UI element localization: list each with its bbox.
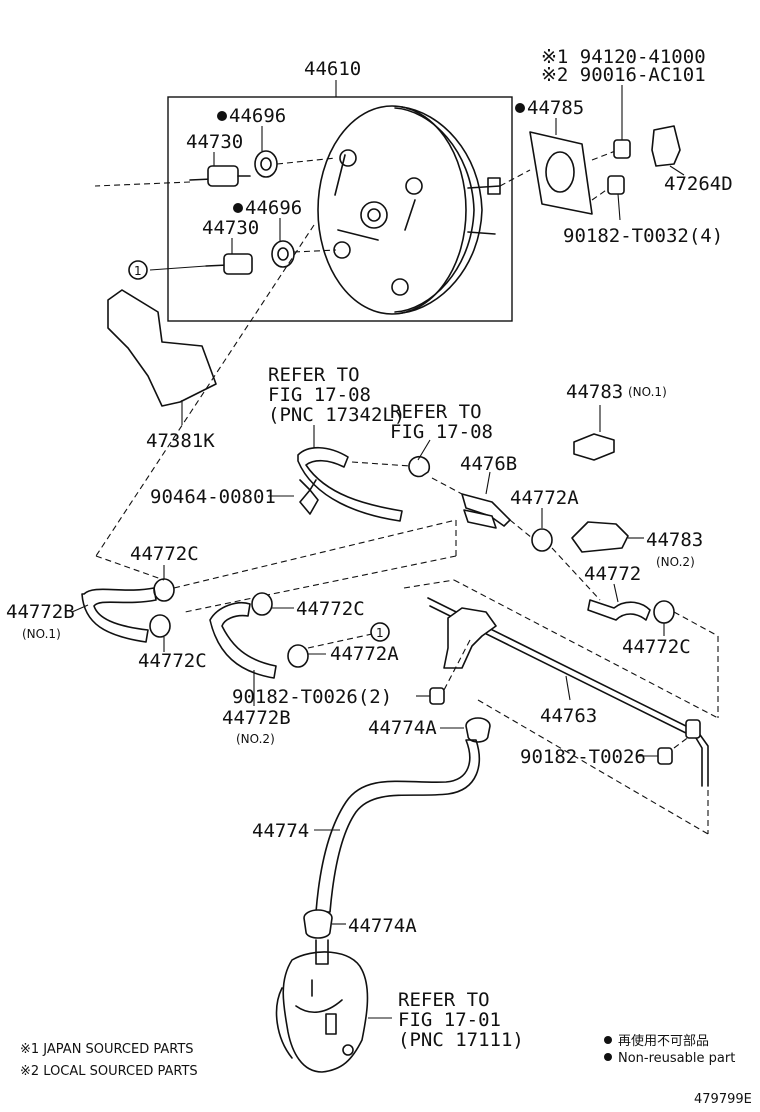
nut-1[interactable]: [657, 747, 673, 765]
nut-4[interactable]: [607, 175, 625, 195]
legend-japan: ※1 JAPAN SOURCED PARTS: [20, 1042, 194, 1057]
label-44772c-4: 44772C: [622, 636, 691, 658]
label-4476b: 4476B: [460, 453, 517, 475]
check-valve-upper[interactable]: [189, 165, 251, 187]
nut-alt[interactable]: [613, 139, 631, 159]
refer-3-line3: (PNC 17111): [398, 1029, 524, 1051]
tag-44772b-no2: (NO.2): [236, 732, 275, 746]
label-alt-2: ※2 90016-AC101: [541, 64, 706, 86]
tag-44783-no2: (NO.2): [656, 555, 695, 569]
label-44730-upper: 44730: [186, 131, 243, 153]
label-nut-4: 90182-T0032(4): [563, 225, 723, 247]
refer-1-line2: FIG 17-08: [268, 384, 371, 406]
nonreusable-dot: [515, 103, 525, 113]
legend-nonreuse-jp: 再使用不可部品: [618, 1033, 709, 1049]
label-44774: 44774: [252, 820, 309, 842]
pipe-bracket[interactable]: [443, 607, 497, 669]
brake-booster[interactable]: [317, 105, 501, 315]
label-44696-upper: 44696: [229, 105, 286, 127]
label-44610: 44610: [304, 58, 361, 80]
reference-circle-1-label: 1: [134, 264, 142, 278]
refer-1-line3: (PNC 17342L): [268, 404, 405, 426]
label-44772c-3: 44772C: [138, 650, 207, 672]
clip-44783-no1[interactable]: [573, 433, 615, 461]
booster-assembly-box: [167, 96, 513, 322]
clamp-44772c-mid[interactable]: [251, 592, 273, 616]
label-alt-1: ※1 94120-41000: [541, 46, 706, 68]
check-valve-lower[interactable]: [205, 253, 253, 275]
label-44783-no1: 44783: [566, 381, 623, 403]
label-44772a-2: 44772A: [330, 643, 399, 665]
label-44696-lower: 44696: [245, 197, 302, 219]
label-44785: 44785: [527, 97, 584, 119]
reference-circle-2-label: 1: [376, 626, 384, 640]
gasket-upper[interactable]: [254, 150, 278, 178]
label-44772b-no2: 44772B: [222, 707, 291, 729]
label-44783-no2: 44783: [646, 529, 703, 551]
tag-44783-no1: (NO.1): [628, 385, 667, 399]
reference-circle-1: [128, 260, 148, 280]
hose-44774[interactable]: [315, 739, 480, 913]
label-47381k: 47381K: [146, 430, 215, 452]
union-4476b[interactable]: [461, 493, 511, 529]
tag-44772b-no1: (NO.1): [22, 627, 61, 641]
clamp-refer-2[interactable]: [408, 455, 431, 478]
bracket-47381k[interactable]: [107, 289, 217, 407]
hose-44772b-no1[interactable]: [81, 587, 157, 643]
clamp-44772c-left-upper[interactable]: [153, 578, 175, 602]
legend-dot-jp: [604, 1036, 612, 1044]
label-44772b-no1: 44772B: [6, 601, 75, 623]
clamp-44772c-right[interactable]: [653, 600, 675, 624]
label-44730-lower: 44730: [202, 217, 259, 239]
refer-3-line1: REFER TO: [398, 989, 490, 1011]
clip-44783-no2[interactable]: [571, 521, 629, 553]
legend-local: ※2 LOCAL SOURCED PARTS: [20, 1064, 198, 1079]
label-44772c-2: 44772C: [296, 598, 365, 620]
label-44772: 44772: [584, 563, 641, 585]
clamp-44772c-left-lower[interactable]: [149, 614, 171, 638]
pipe-44763[interactable]: [427, 597, 709, 787]
label-44772a: 44772A: [510, 487, 579, 509]
refer-2-line1: REFER TO: [390, 401, 482, 423]
intake-manifold[interactable]: [275, 939, 369, 1073]
hose-44772[interactable]: [587, 599, 651, 621]
clamp-44772a-mid[interactable]: [287, 644, 309, 668]
legend-dot-en: [604, 1053, 612, 1061]
nut-2[interactable]: [429, 687, 445, 705]
nonreusable-dot: [217, 111, 227, 121]
label-44763: 44763: [540, 705, 597, 727]
legend-nonreuse-en: Non-reusable part: [618, 1051, 735, 1066]
refer-2-line2: FIG 17-08: [390, 421, 493, 443]
label-47264d: 47264D: [664, 173, 733, 195]
bracket-47264d[interactable]: [651, 125, 681, 167]
nonreusable-dot: [233, 203, 243, 213]
refer-3-line2: FIG 17-01: [398, 1009, 501, 1031]
label-44772c-1: 44772C: [130, 543, 199, 565]
reference-circle-2: [370, 622, 390, 642]
label-90464-00801: 90464-00801: [150, 486, 276, 508]
gasket-plate[interactable]: [529, 131, 593, 215]
illustration-id: 479799E: [694, 1092, 752, 1107]
label-nut-1: 90182-T0026: [520, 746, 646, 768]
refer-1-line1: REFER TO: [268, 364, 360, 386]
clamp-44772a[interactable]: [531, 528, 553, 552]
label-44774a-2: 44774A: [348, 915, 417, 937]
hose-refer-17-08[interactable]: [297, 446, 403, 522]
hose-44772b-no2[interactable]: [209, 602, 277, 679]
label-44774a-1: 44774A: [368, 717, 437, 739]
clamp-44774a-lower[interactable]: [303, 909, 333, 939]
clip-90464-00801[interactable]: [299, 479, 319, 515]
gasket-lower[interactable]: [271, 240, 295, 268]
label-nut-2: 90182-T0026(2): [232, 686, 392, 708]
clamp-44774a-upper[interactable]: [465, 717, 491, 743]
